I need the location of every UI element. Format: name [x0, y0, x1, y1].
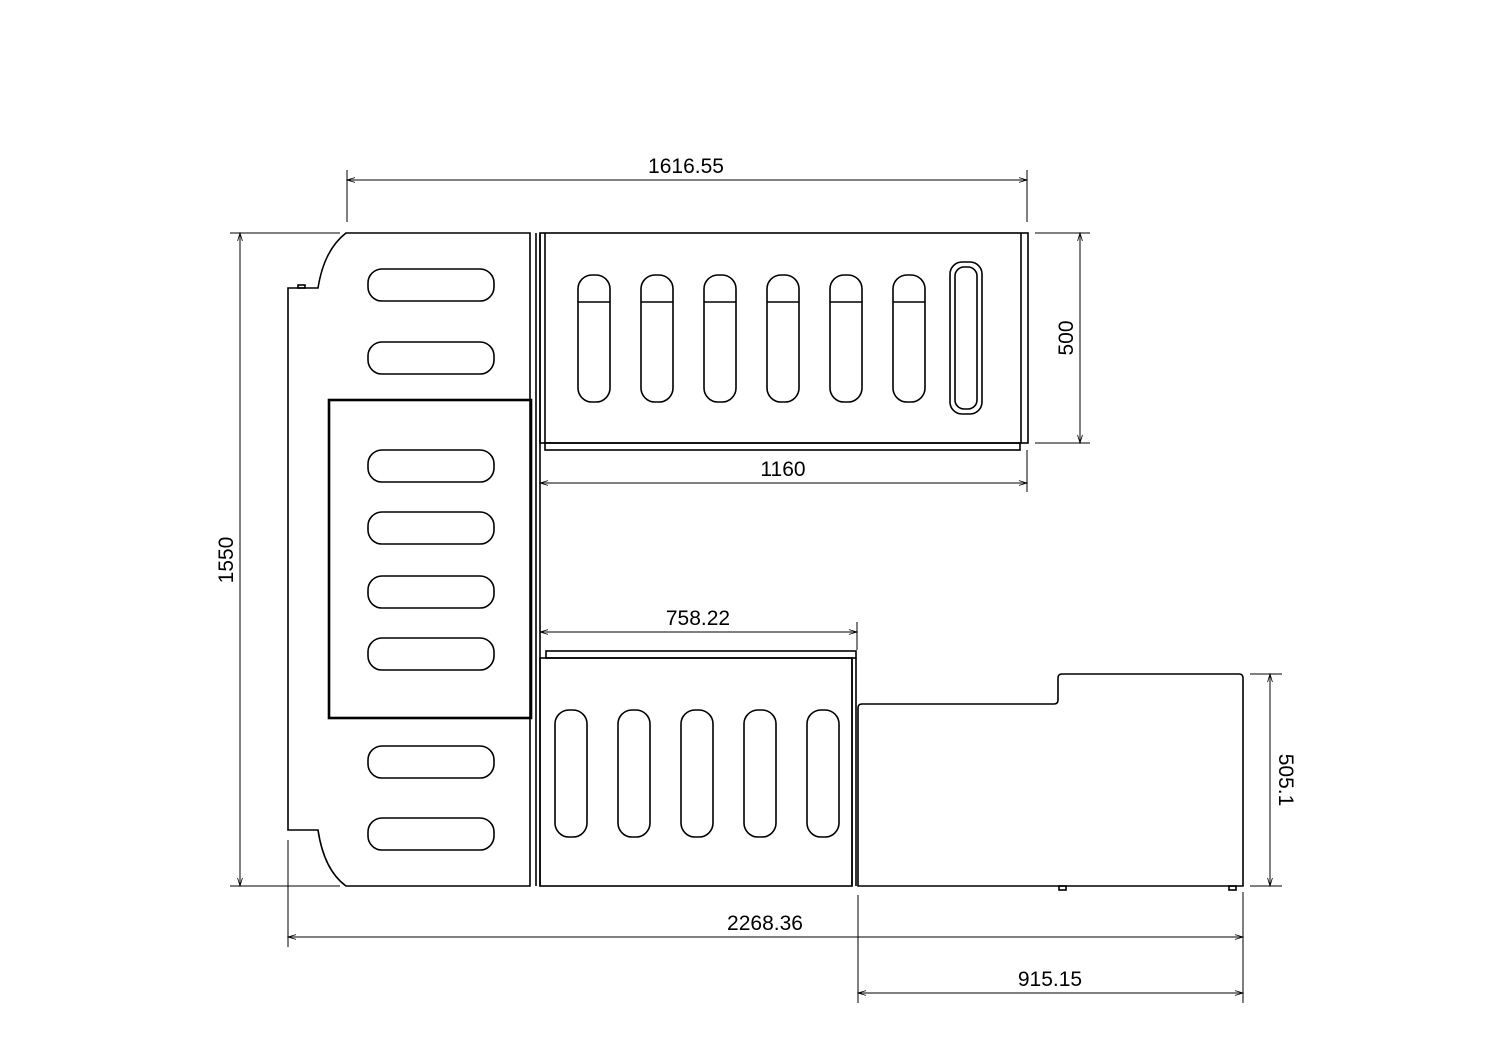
slot	[367, 637, 495, 671]
dimension-right-panel-width: 915.15	[858, 968, 1243, 993]
slot	[806, 709, 840, 838]
slot	[367, 817, 495, 851]
dimension-overall-height: 1550	[215, 233, 340, 886]
dimension-label: 1550	[215, 537, 238, 584]
dimension-label: 2268.36	[727, 912, 803, 935]
left-slots	[367, 268, 495, 851]
slot	[743, 709, 777, 838]
dimension-bottom-panel-width: 758.22	[540, 607, 857, 650]
slot	[703, 274, 737, 403]
bottom-slots	[554, 709, 840, 838]
slot	[367, 268, 495, 302]
slot	[367, 341, 495, 375]
right-panel	[857, 673, 1244, 891]
dimension-label: 1160	[760, 458, 805, 481]
slot	[680, 709, 714, 838]
dimension-label: 500	[1055, 320, 1078, 355]
top-panel	[539, 232, 1029, 451]
dimension-label: 1616.55	[648, 155, 724, 178]
slot	[892, 274, 926, 403]
dimension-label: 915.15	[1018, 968, 1082, 991]
slot	[617, 709, 651, 838]
top-large-slot	[949, 261, 983, 415]
dimension-top-panel-width: 1160	[540, 450, 1027, 492]
left-panel	[287, 232, 541, 887]
slot	[829, 274, 863, 403]
left-inner-board	[327, 398, 533, 720]
top-slots	[577, 274, 926, 403]
slot	[367, 745, 495, 779]
slot	[367, 511, 495, 545]
dimension-label: 505.1	[1274, 754, 1297, 807]
bottom-panel	[539, 650, 857, 887]
slot	[367, 575, 495, 609]
dimension-top-overall: 1616.55	[347, 155, 1027, 222]
dimension-top-panel-depth: 500	[1035, 233, 1090, 443]
dimension-overall-width: 2268.36	[288, 840, 1243, 1003]
slot	[367, 449, 495, 483]
dimension-label: 758.22	[666, 607, 730, 630]
slot	[640, 274, 674, 403]
slot	[554, 709, 588, 838]
dimension-right-panel-depth: 505.1	[1250, 674, 1297, 886]
slot	[577, 274, 611, 403]
slot	[766, 274, 800, 403]
